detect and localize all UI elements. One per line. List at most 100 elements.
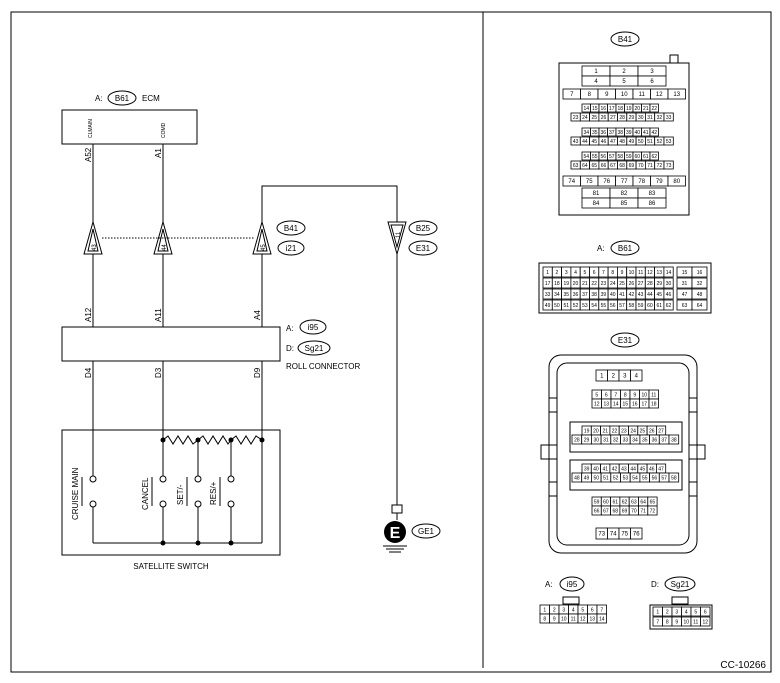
pin-cell <box>596 613 607 624</box>
pin-number: 31 <box>647 115 653 121</box>
pin-number: 30 <box>593 437 599 443</box>
pin-number: 55 <box>642 475 648 481</box>
pin-number: 26 <box>601 115 607 121</box>
pin-number: 20 <box>593 428 599 434</box>
pin-number: 49 <box>584 475 590 481</box>
pin-number: 1 <box>594 69 598 75</box>
pin-number: 46 <box>601 139 607 145</box>
pin-number: 64 <box>582 163 588 169</box>
pin-cell <box>649 151 659 161</box>
pin-number: 53 <box>623 475 629 481</box>
pin-number: 6 <box>591 607 594 613</box>
svg-text:A:: A: <box>286 324 294 333</box>
pin-number: 48 <box>697 292 703 298</box>
svg-text:GE1: GE1 <box>418 527 435 536</box>
pin-number: 27 <box>658 428 664 434</box>
pin-number: 41 <box>643 130 649 136</box>
pin-number: 25 <box>619 281 625 287</box>
pin-number: 19 <box>626 106 632 112</box>
pin-number: 45 <box>591 139 597 145</box>
pin-number: 29 <box>629 115 635 121</box>
pin-number: 56 <box>652 475 658 481</box>
pin-number: 12 <box>580 616 586 622</box>
pin-number: 16 <box>697 270 703 276</box>
pin-number: 26 <box>649 428 655 434</box>
pin-number: 50 <box>554 303 560 309</box>
pin-number: 14 <box>613 401 619 407</box>
pin-number: 71 <box>647 163 653 169</box>
pin-number: 7 <box>602 270 605 276</box>
pin-number: 4 <box>594 79 598 85</box>
switch-res: RES/+ <box>209 475 235 508</box>
pin-number: 7 <box>656 619 659 625</box>
pin-number: 25 <box>640 428 646 434</box>
pin-number: 20 <box>634 106 640 112</box>
svg-text:E: E <box>390 525 401 542</box>
pin-number: 40 <box>593 466 599 472</box>
pin-number: 76 <box>633 532 640 538</box>
pin-number: 72 <box>650 508 656 514</box>
pin-number: 72 <box>657 163 663 169</box>
svg-text:A:: A: <box>597 244 605 253</box>
pin-number: 27 <box>638 281 644 287</box>
pin-number: 3 <box>650 69 654 75</box>
pin-number: 23 <box>573 115 579 121</box>
pin-number: 38 <box>671 437 677 443</box>
pin-number: 36 <box>573 292 579 298</box>
pin-number: 7 <box>614 392 617 398</box>
pin-number: 4 <box>635 374 639 380</box>
pin-number: 4 <box>574 270 577 276</box>
pin-number: 86 <box>649 201 656 207</box>
joint-11: 11 <box>387 221 407 256</box>
pin-number: 68 <box>619 163 625 169</box>
pin-number: 38 <box>617 130 623 136</box>
pin-number: 13 <box>603 401 609 407</box>
pin-cell <box>663 136 674 146</box>
pin-number: 66 <box>594 508 600 514</box>
pin-number: 63 <box>573 163 579 169</box>
pin-number: 44 <box>647 292 653 298</box>
pin-number: 15 <box>622 401 628 407</box>
pin-number: 85 <box>621 201 628 207</box>
pin-number: 84 <box>593 201 600 207</box>
pin-cell <box>649 127 659 137</box>
ecm-pin-comd: COMD <box>161 122 167 138</box>
pin-cell <box>663 277 674 289</box>
pin-number: 18 <box>554 281 560 287</box>
pin-number: 11 <box>571 616 576 622</box>
pin-number: 57 <box>609 154 615 160</box>
pin-number: 40 <box>634 130 640 136</box>
svg-text:Sg21: Sg21 <box>305 344 324 353</box>
term-a4: A4 <box>253 310 262 320</box>
pin-number: 41 <box>602 466 608 472</box>
switch-set: SET/- <box>176 475 202 508</box>
pin-number: 22 <box>651 106 657 112</box>
svg-text:Sg21: Sg21 <box>671 580 690 589</box>
pin-number: 12 <box>594 401 600 407</box>
pin-number: 12 <box>656 92 663 98</box>
pin-cell <box>691 266 708 278</box>
svg-text:i95: i95 <box>567 580 578 589</box>
pin-number: 17 <box>545 281 551 287</box>
pin-number: 83 <box>649 191 656 197</box>
pin-number: 74 <box>610 532 617 538</box>
term-d3: D3 <box>154 367 163 378</box>
pin-number: 60 <box>603 499 609 505</box>
joint-conn-labels: B41 i21 B25 E31 <box>276 220 438 256</box>
pin-number: 43 <box>638 292 644 298</box>
pin-number: 62 <box>666 303 672 309</box>
svg-text:E31: E31 <box>416 244 431 253</box>
pin-number: 21 <box>582 281 588 287</box>
pin-number: 28 <box>647 281 653 287</box>
pin-number: 78 <box>638 179 645 185</box>
resistor-ladder <box>160 435 265 445</box>
pin-number: 19 <box>563 281 569 287</box>
pin-number: 51 <box>563 303 569 309</box>
svg-text:D:: D: <box>286 344 294 353</box>
term-d4: D4 <box>84 367 93 378</box>
pin-number: 37 <box>582 292 588 298</box>
pin-number: 34 <box>554 292 560 298</box>
pin-number: 49 <box>545 303 551 309</box>
svg-text:B25: B25 <box>416 224 431 233</box>
